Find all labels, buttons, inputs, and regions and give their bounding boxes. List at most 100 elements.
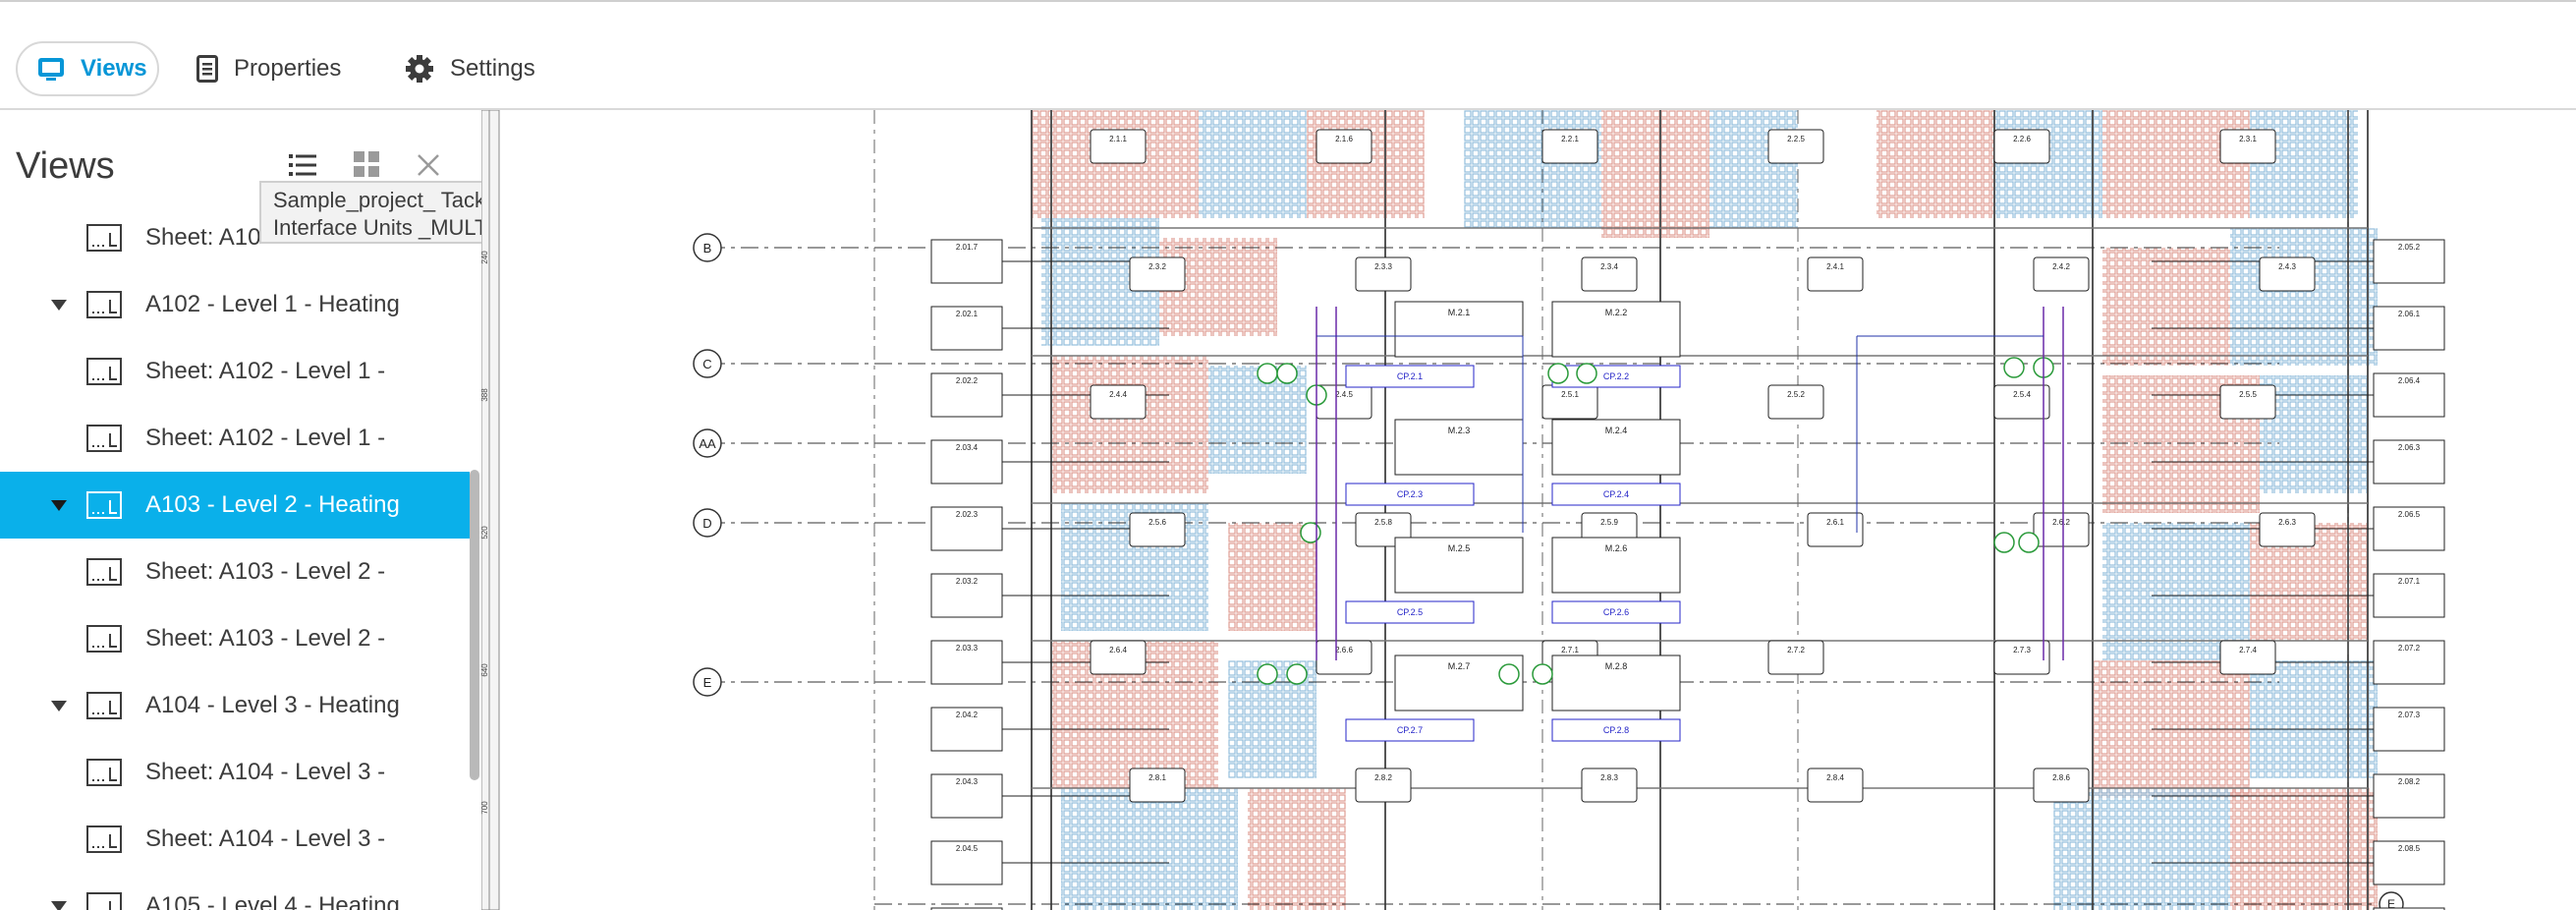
room-tag	[1807, 256, 1864, 292]
hlr-marker	[2003, 357, 2025, 378]
combiport-label: CP.2.6	[1603, 607, 1629, 617]
grid-label: D	[702, 516, 711, 531]
room-tag-label: 2.02.3	[956, 510, 979, 519]
room-tag-label: 2.8.2	[1374, 773, 1392, 782]
room-tag	[930, 573, 1003, 618]
room-tag-label: 2.8.6	[2052, 773, 2070, 782]
ruler-label: 700	[481, 801, 489, 815]
room-tag	[2033, 256, 2090, 292]
room-tag	[1807, 512, 1864, 547]
room-tag-label: 2.1.1	[1109, 135, 1127, 143]
manifold-label: M.2.8	[1605, 661, 1628, 671]
combiport-box	[1551, 483, 1681, 506]
list-item-sheet[interactable]: Sheet: A10	[0, 204, 470, 271]
manifold-box	[1394, 654, 1524, 711]
list-item-label: Sheet: A104 - Level 3 -	[145, 825, 386, 852]
expand-caret-icon[interactable]	[51, 900, 67, 910]
room-tag	[930, 306, 1003, 351]
room-tag-label: 2.7.4	[2239, 646, 2257, 654]
room-tag-label: 2.5.2	[1787, 390, 1805, 399]
list-item-sheet[interactable]: Sheet: A103 - Level 2 -	[0, 539, 470, 605]
room-tag-label: 2.3.2	[1148, 262, 1166, 271]
list-item-label: Sheet: A103 - Level 2 -	[145, 558, 386, 585]
list-item-sheet[interactable]: Sheet: A102 - Level 1 -	[0, 338, 470, 405]
room-tag	[1355, 768, 1412, 803]
room-tag-label: 2.4.3	[2278, 262, 2296, 271]
manifold-label: M.2.2	[1605, 308, 1628, 317]
combiport-box	[1345, 718, 1475, 742]
room-tag-label: 2.3.4	[1600, 262, 1618, 271]
room-tag-label: 2.3.3	[1374, 262, 1392, 271]
list-item-sheet[interactable]: Sheet: A102 - Level 1 -	[0, 405, 470, 472]
ruler-label: 388	[481, 388, 489, 402]
room-tag	[1090, 129, 1147, 164]
room-tag	[2219, 129, 2276, 164]
expand-caret-icon[interactable]	[51, 299, 67, 311]
room-tag	[1993, 384, 2050, 420]
room-tag	[1129, 256, 1186, 292]
list-item-group-selected[interactable]: A103 - Level 2 - Heating	[0, 472, 470, 539]
room-tag-label: 2.8.1	[1148, 773, 1166, 782]
combiport-label: CP.2.7	[1397, 725, 1423, 735]
room-tag-label: 2.8.3	[1600, 773, 1618, 782]
list-view-icon[interactable]	[289, 153, 316, 182]
combiport-label: CP.2.8	[1603, 725, 1629, 735]
room-tag-label: 2.07.2	[2398, 644, 2421, 653]
list-item-sheet[interactable]: Sheet: A103 - Level 2 -	[0, 605, 470, 672]
heating-zone	[1248, 788, 1346, 910]
grid-view-icon[interactable]	[354, 151, 379, 182]
sheet-icon	[86, 224, 122, 252]
list-item-label: Sheet: A102 - Level 1 -	[145, 425, 386, 451]
tab-settings[interactable]: Settings	[405, 41, 535, 96]
room-tag-label: 2.08.2	[2398, 777, 2421, 786]
scrollbar-thumb[interactable]	[470, 470, 479, 780]
sheet-icon	[86, 759, 122, 786]
room-tag-label: 2.05.2	[2398, 243, 2421, 252]
room-tag-label: 2.7.2	[1787, 646, 1805, 654]
room-tag-label: 2.4.4	[1109, 390, 1127, 399]
ruler	[481, 110, 500, 910]
expand-caret-icon[interactable]	[51, 700, 67, 711]
close-icon[interactable]	[417, 153, 440, 182]
grid-marker	[693, 508, 722, 538]
cooling-zone	[1464, 110, 1601, 228]
combiport-label: CP.2.5	[1397, 607, 1423, 617]
tab-views[interactable]: Views	[16, 41, 159, 96]
room-tag-label: 2.1.6	[1335, 135, 1353, 143]
room-tag	[1767, 384, 1824, 420]
list-item-sheet[interactable]: Sheet: A104 - Level 3 -	[0, 806, 470, 873]
room-tag-label: 2.07.3	[2398, 711, 2421, 719]
list-item-label: Sheet: A103 - Level 2 -	[145, 625, 386, 652]
list-item-group[interactable]: A104 - Level 3 - Heating	[0, 672, 470, 739]
sheet-icon	[86, 692, 122, 719]
sheet-icon	[86, 291, 122, 318]
expand-caret-icon[interactable]	[51, 499, 67, 511]
cooling-zone	[1208, 366, 1307, 474]
room-tag	[1129, 512, 1186, 547]
list-item-sheet[interactable]: Sheet: A104 - Level 3 -	[0, 739, 470, 806]
list-item-group[interactable]: A102 - Level 1 - Heating	[0, 271, 470, 338]
room-tag	[2373, 506, 2445, 551]
room-tag	[930, 640, 1003, 685]
cooling-zone	[1199, 110, 1307, 218]
sheet-icon	[86, 425, 122, 452]
room-tag	[1129, 768, 1186, 803]
grid-label: E	[703, 675, 712, 690]
room-tag-label: 2.07.1	[2398, 577, 2421, 586]
list-item-label: A103 - Level 2 - Heating	[145, 491, 400, 518]
room-tag-label: 2.03.2	[956, 577, 979, 586]
cooling-zone	[2250, 110, 2358, 218]
combiport-label: CP.2.1	[1397, 371, 1423, 381]
room-tag	[1090, 384, 1147, 420]
manifold-box	[1551, 419, 1681, 476]
heating-zone	[1032, 110, 1199, 218]
room-tag	[2033, 768, 2090, 803]
hlr-marker	[1547, 363, 1569, 384]
room-tag	[930, 907, 1003, 910]
grid-marker	[2379, 891, 2404, 910]
room-tag	[1767, 640, 1824, 675]
manifold-label: M.2.7	[1448, 661, 1471, 671]
tab-properties[interactable]: Properties	[196, 41, 341, 96]
list-item-group[interactable]: A105 - Level 4 - Heating	[0, 873, 470, 910]
